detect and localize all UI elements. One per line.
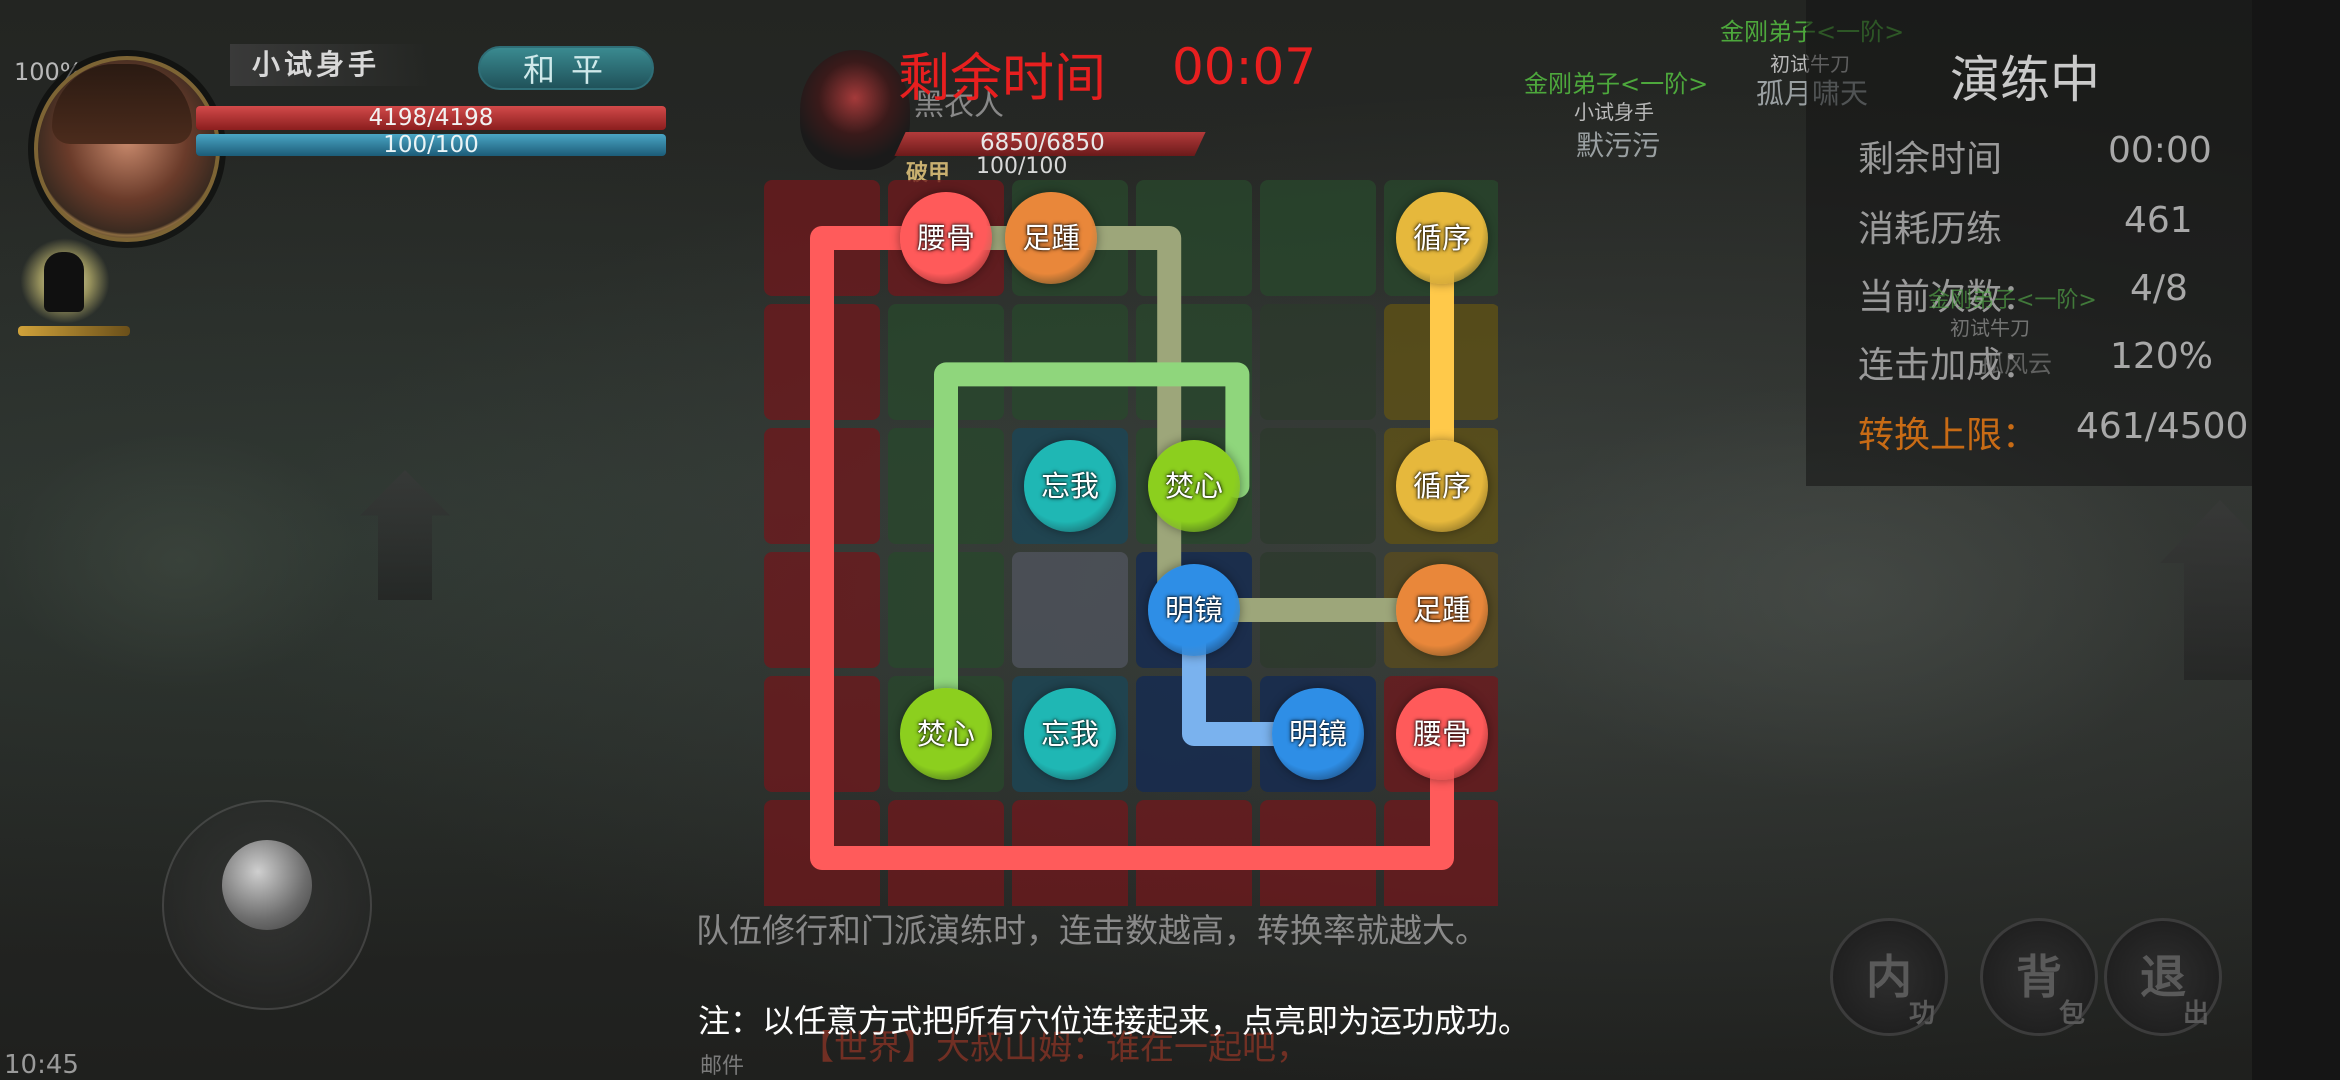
pk-mode-button[interactable]: 和平 [478, 46, 654, 90]
npc-name-label[interactable]: 默污污 [1576, 129, 1661, 162]
acupoint-node[interactable]: 足踵 [1396, 564, 1488, 656]
acupoint-node[interactable]: 循序 [1396, 440, 1488, 532]
panel-title: 演练中 [1950, 51, 2100, 109]
player-title: 小试身手 [230, 44, 430, 86]
waist-bone-path [810, 226, 1454, 870]
overlay-sect-label: 金刚弟子<一阶> [1928, 288, 2097, 313]
mail-button[interactable]: 邮件 [700, 1054, 745, 1079]
enemy-mp-text: 100/100 [976, 154, 1068, 179]
backpack-button-label: 背 [2016, 950, 2062, 1004]
exit-button-label: 退 [2140, 950, 2186, 1004]
acupoint-node[interactable]: 腰骨 [900, 192, 992, 284]
acupoint-node[interactable]: 明镜 [1272, 688, 1364, 780]
enemy-name: 黑衣人 [914, 88, 1004, 123]
hint-note-text: 注：以任意方式把所有穴位连接起来，点亮即为运功成功。 [698, 1002, 1531, 1040]
board-cell[interactable] [1260, 180, 1376, 296]
timer-value: 00:07 [1172, 38, 1317, 96]
combo-bonus-label: 连击加成： [1858, 345, 2039, 386]
buff-duration-bar [18, 326, 130, 336]
acupoint-nodes: 腰骨足踵循序忘我焚心循序明镜足踵焚心忘我明镜腰骨 [760, 176, 1498, 906]
board-cell[interactable] [1260, 304, 1376, 420]
conversion-limit-value: 461/4500 [2076, 406, 2249, 447]
attempt-count-value: 4/8 [2130, 268, 2188, 309]
conversion-limit-label: 转换上限： [1858, 415, 2039, 456]
npc-title-label: 小试身手 [1574, 100, 1654, 124]
burning-heart-path [934, 362, 1250, 746]
board-cell[interactable] [1012, 304, 1128, 420]
attempt-count-label: 当前次数： [1858, 277, 2039, 318]
hint-combo-text: 队伍修行和门派演练时，连击数越高，转换率就越大。 [696, 911, 1488, 950]
player-mp-text: 100/100 [383, 132, 479, 158]
npc-sect-label: 金刚弟子<一阶> [1524, 70, 1709, 98]
board-cell[interactable] [1260, 428, 1376, 544]
clock: 10:45 [4, 1050, 79, 1080]
internal-skill-button-sub: 功 [1908, 999, 1935, 1029]
internal-skill-button[interactable]: 内 功 [1830, 918, 1948, 1036]
acupoint-node[interactable]: 循序 [1396, 192, 1488, 284]
board-cell[interactable] [1012, 552, 1128, 668]
acupoint-node[interactable]: 忘我 [1024, 688, 1116, 780]
timer-label: 剩余时间 [898, 49, 1107, 109]
background-pagoda [360, 470, 450, 600]
right-edge-dark [2252, 0, 2340, 1080]
acupoint-node[interactable]: 腰骨 [1396, 688, 1488, 780]
acupoint-node[interactable]: 足踵 [1005, 192, 1098, 284]
acupoint-puzzle-board: 腰骨足踵循序忘我焚心循序明镜足踵焚心忘我明镜腰骨 [760, 176, 1498, 906]
remaining-time-label: 剩余时间 [1858, 139, 2003, 180]
overlay-name-label: 孤风云 [1980, 350, 2052, 378]
cost-value: 461 [2124, 200, 2193, 241]
internal-skill-button-label: 内 [1866, 950, 1912, 1004]
board-cell[interactable] [888, 304, 1004, 420]
joystick-knob[interactable] [222, 840, 312, 930]
cost-label: 消耗历练 [1858, 209, 2003, 250]
acupoint-node[interactable]: 焚心 [900, 688, 992, 780]
world-chat-line[interactable]: 【世界】大叔山姆：谁在一起吧， [800, 1028, 1310, 1068]
exit-button[interactable]: 退 出 [2104, 918, 2222, 1036]
backpack-button[interactable]: 背 包 [1980, 918, 2098, 1036]
enemy-avatar[interactable] [800, 50, 910, 170]
player-mp-fill [196, 134, 666, 156]
overlay-title-label: 初试牛刀 [1950, 316, 2030, 340]
background-ink-terrain [0, 430, 360, 690]
acupoint-node[interactable]: 忘我 [1024, 440, 1116, 532]
meditating-figure-icon [44, 252, 84, 312]
player-hp-fill [196, 106, 666, 130]
player-avatar-hair [52, 64, 192, 144]
backpack-button-sub: 包 [2058, 999, 2085, 1029]
remaining-time-value: 00:00 [2108, 130, 2212, 171]
acupoint-node[interactable]: 焚心 [1148, 440, 1240, 532]
player-hp-text: 4198/4198 [368, 105, 494, 131]
training-status-panel [1806, 0, 2252, 486]
exit-button-sub: 出 [2182, 999, 2209, 1029]
enemy-hp-text: 6850/6850 [980, 130, 1105, 156]
combo-bonus-value: 120% [2110, 336, 2213, 377]
acupoint-node[interactable]: 明镜 [1148, 564, 1240, 656]
